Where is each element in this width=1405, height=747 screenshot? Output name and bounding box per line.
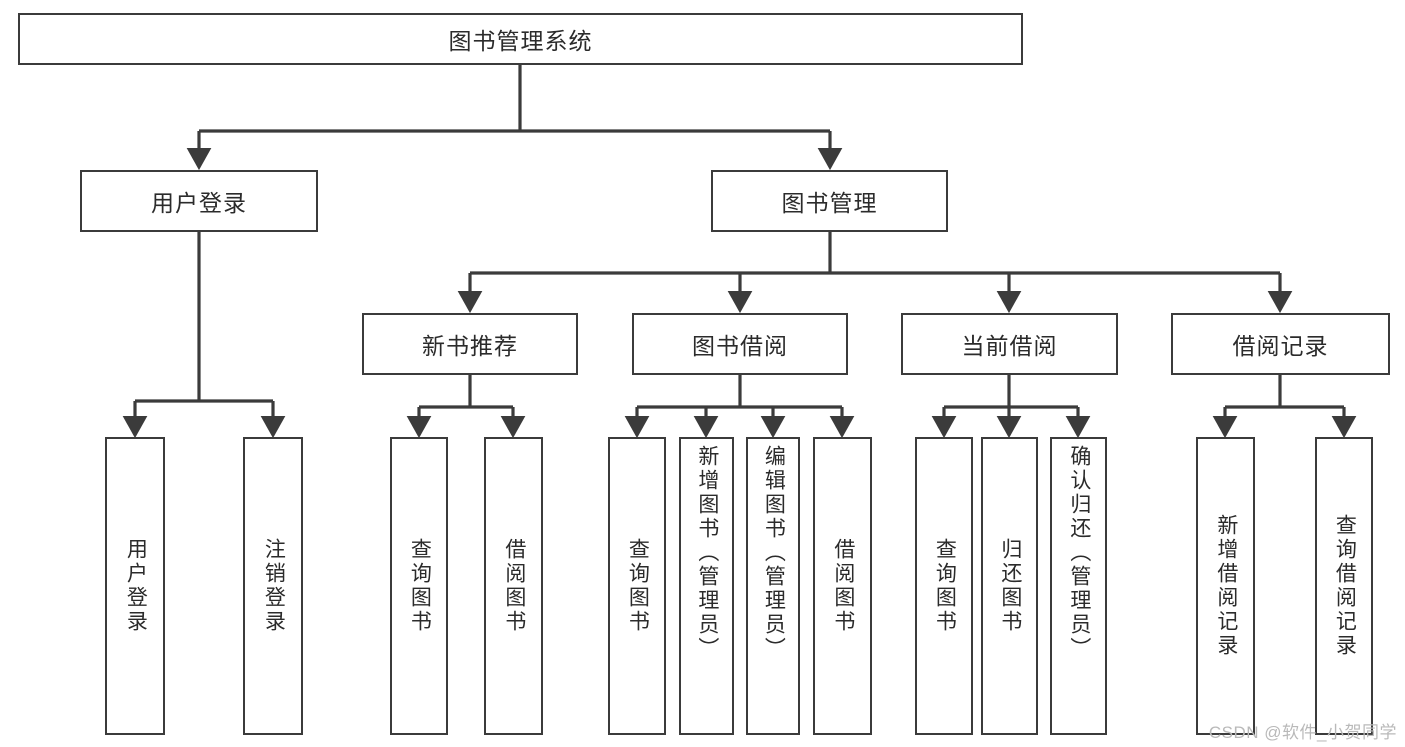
node-book-borrow-label: 图书借阅 — [692, 333, 788, 359]
node-user-login[interactable]: 用户登录 — [80, 170, 318, 232]
node-book-management-label: 图书管理 — [781, 190, 878, 216]
leaf-query-book-recommend[interactable]: 查询图书 — [390, 437, 448, 735]
leaf-query-borrow-record-label: 查询借阅记录 — [1333, 514, 1357, 658]
node-current-borrow-label: 当前借阅 — [961, 333, 1058, 359]
leaf-confirm-return-admin[interactable]: 确认归还（管理员） — [1050, 437, 1107, 735]
leaf-add-borrow-record[interactable]: 新增借阅记录 — [1196, 437, 1255, 735]
leaf-add-borrow-record-label: 新增借阅记录 — [1214, 514, 1238, 658]
leaf-borrow-book-recommend-label: 借阅图书 — [502, 538, 526, 634]
leaf-confirm-return-admin-label: 确认归还（管理员） — [1067, 445, 1091, 661]
leaf-edit-book-admin[interactable]: 编辑图书（管理员） — [746, 437, 800, 735]
leaf-query-book-current-label: 查询图书 — [933, 538, 957, 634]
node-book-management[interactable]: 图书管理 — [711, 170, 948, 232]
leaf-query-book-borrow[interactable]: 查询图书 — [608, 437, 666, 735]
leaf-add-book-admin[interactable]: 新增图书（管理员） — [679, 437, 734, 735]
node-book-borrow[interactable]: 图书借阅 — [632, 313, 848, 375]
leaf-query-borrow-record[interactable]: 查询借阅记录 — [1315, 437, 1373, 735]
node-user-login-label: 用户登录 — [151, 190, 247, 216]
node-borrow-record[interactable]: 借阅记录 — [1171, 313, 1390, 375]
node-new-book-recommend-label: 新书推荐 — [422, 333, 518, 359]
leaf-return-book-label: 归还图书 — [998, 538, 1022, 634]
leaf-add-book-admin-label: 新增图书（管理员） — [695, 445, 719, 661]
leaf-query-book-recommend-label: 查询图书 — [408, 538, 432, 634]
leaf-user-login[interactable]: 用户登录 — [105, 437, 165, 735]
leaf-user-logout-label: 注销登录 — [262, 538, 286, 634]
node-current-borrow[interactable]: 当前借阅 — [901, 313, 1118, 375]
node-borrow-record-label: 借阅记录 — [1232, 333, 1329, 359]
leaf-borrow-book-label: 借阅图书 — [831, 538, 855, 634]
leaf-query-book-current[interactable]: 查询图书 — [915, 437, 973, 735]
node-root[interactable]: 图书管理系统 — [18, 13, 1023, 65]
leaf-user-logout[interactable]: 注销登录 — [243, 437, 303, 735]
node-root-label: 图书管理系统 — [448, 28, 593, 54]
leaf-edit-book-admin-label: 编辑图书（管理员） — [762, 445, 786, 661]
leaf-query-book-borrow-label: 查询图书 — [626, 538, 650, 634]
leaf-borrow-book[interactable]: 借阅图书 — [813, 437, 872, 735]
leaf-return-book[interactable]: 归还图书 — [981, 437, 1038, 735]
leaf-borrow-book-recommend[interactable]: 借阅图书 — [484, 437, 543, 735]
node-new-book-recommend[interactable]: 新书推荐 — [362, 313, 578, 375]
csdn-watermark: CSDN @软件_小贺同学 — [1208, 723, 1397, 742]
leaf-user-login-label: 用户登录 — [124, 538, 148, 634]
